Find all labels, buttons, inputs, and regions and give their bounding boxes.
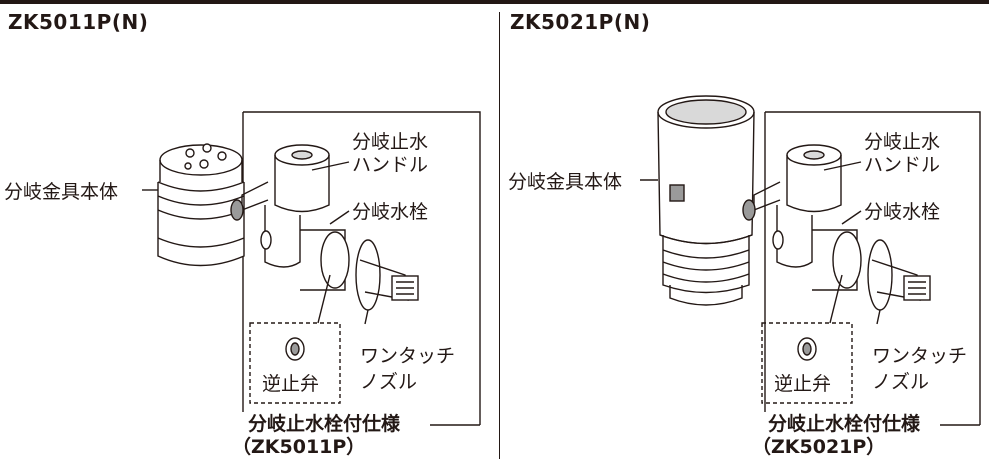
label-body: 分岐金具本体	[4, 181, 119, 203]
label-spec-1: 分岐止水栓付仕様	[768, 413, 921, 435]
branch-body-part	[157, 143, 245, 267]
label-faucet: 分岐水栓	[864, 201, 941, 223]
faucet-diagram-zk5011p	[142, 111, 481, 426]
label-handle-2: ハンドル	[352, 154, 429, 176]
center-divider	[499, 12, 500, 459]
leader-handle	[823, 161, 862, 171]
spec-frame-line	[243, 111, 481, 425]
spec-frame-line	[765, 111, 981, 425]
panel-zk5021p: ZK5021P(N)	[500, 0, 989, 459]
faucet-diagram-zk5021p	[640, 95, 981, 426]
label-check-valve: 逆止弁	[774, 373, 832, 395]
label-spec-2: （ZK5021P）	[752, 436, 886, 458]
label-nozzle-2: ノズル	[360, 371, 418, 393]
label-nozzle-1: ワンタッチ	[872, 345, 968, 367]
label-spec-2: （ZK5011P）	[232, 436, 366, 458]
leader-nozzle	[876, 309, 881, 325]
leader-faucet	[841, 210, 862, 225]
label-check-valve: 逆止弁	[262, 373, 320, 395]
stop-valve-part	[742, 144, 931, 311]
label-handle-1: 分岐止水	[352, 131, 429, 153]
stop-valve-part	[230, 144, 419, 311]
model-title: ZK5011P(N)	[8, 10, 149, 34]
label-spec-1: 分岐止水栓付仕様	[248, 413, 401, 435]
leader-handle	[311, 161, 350, 171]
leader-nozzle	[364, 309, 369, 325]
label-body: 分岐金具本体	[508, 171, 623, 193]
leader-check-valve	[829, 274, 843, 324]
top-rule	[0, 0, 989, 4]
label-nozzle-1: ワンタッチ	[360, 345, 456, 367]
check-valve-box	[761, 322, 853, 404]
model-title: ZK5021P(N)	[510, 10, 651, 34]
branch-body-part	[657, 95, 755, 306]
leader-check-valve	[317, 274, 331, 324]
leader-faucet	[329, 210, 350, 225]
label-handle-2: ハンドル	[864, 154, 941, 176]
check-valve-part	[797, 337, 817, 361]
label-nozzle-2: ノズル	[872, 371, 930, 393]
check-valve-box	[249, 322, 341, 404]
panel-zk5011p: ZK5011P(N)	[4, 10, 481, 458]
check-valve-part	[285, 337, 305, 361]
label-faucet: 分岐水栓	[352, 201, 429, 223]
label-handle-1: 分岐止水	[864, 131, 941, 153]
